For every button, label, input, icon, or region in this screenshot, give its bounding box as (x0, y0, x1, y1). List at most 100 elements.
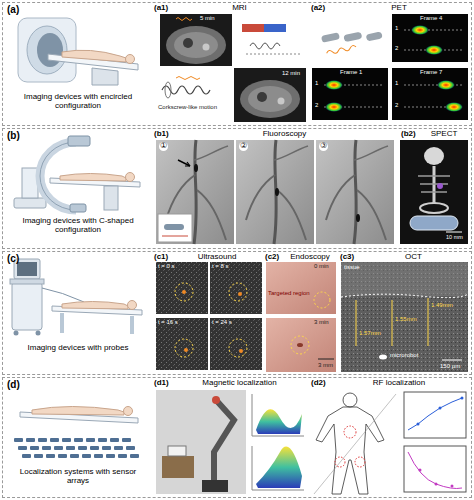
fluoroscopy-image-panel (197, 190, 226, 240)
sensor-array (126, 446, 135, 450)
image-annotation: 1.57mm (359, 330, 381, 337)
ultrasound-image-panel (175, 283, 193, 301)
magnetic-localization-panel (214, 400, 234, 486)
sensor-array (50, 438, 59, 442)
patient-bed-illustration (32, 407, 124, 416)
mri-image-panel (264, 24, 286, 32)
ultrasound-image-panel (156, 262, 208, 314)
subpanel-title: SPECT (420, 130, 468, 139)
c-arm-illustration (104, 186, 118, 210)
mri-scanner-illustration (92, 68, 118, 85)
c-arm-illustration (14, 198, 46, 208)
panel-letter: (d) (7, 379, 37, 390)
sensor-array (114, 446, 123, 450)
pet-image-panel (343, 32, 362, 43)
magnetic-localization-panel (202, 480, 228, 492)
mri-image-panel (165, 82, 171, 98)
mri-image-panel (248, 86, 292, 112)
ultrasound-image-panel (175, 339, 193, 357)
image-annotation: Frame 4 (420, 15, 442, 22)
magnetic-localization-panel (256, 409, 302, 434)
image-annotation: t = 16 s (158, 319, 178, 326)
rf-localization-panel (404, 392, 466, 438)
c-arm-illustration (68, 136, 90, 146)
rf-localization-panel (343, 393, 357, 407)
pet-image-panel (326, 45, 356, 55)
sensor-array (22, 454, 31, 458)
mri-scanner-illustration (18, 18, 138, 85)
ultrasound-machine-illustration (60, 313, 64, 333)
image-annotation: t = 0 s (158, 263, 175, 270)
oct-image-panel (442, 360, 462, 361)
panel-letter: (c) (7, 253, 37, 264)
rf-localization-panel (435, 483, 438, 486)
panel-letter: (b) (7, 130, 37, 141)
oct-image-panel (341, 262, 468, 372)
mri-image-panel (176, 18, 192, 21)
c-arm-illustration (14, 136, 140, 212)
frame-number: ① (159, 142, 168, 151)
fluoroscopy-image-panel (275, 188, 279, 196)
rf-localization-panel (314, 392, 466, 494)
spect-image-panel (418, 176, 450, 192)
sensor-array (54, 446, 63, 450)
endoscopy-image-panel (266, 262, 336, 314)
pet-image-panel (321, 32, 340, 43)
ultrasound-machine-illustration (130, 316, 134, 334)
rf-localization-panel (417, 423, 420, 426)
ultrasound-image-panel (184, 348, 188, 352)
pet-image-panel (325, 80, 343, 90)
fluoroscopy-image-panel (194, 164, 198, 172)
fluoroscopy-image-panel (166, 175, 195, 220)
image-annotation: 1 (395, 80, 398, 87)
fluoroscopy-image-panel (156, 140, 234, 244)
panel-caption: Localization systems with sensor arrays (8, 468, 148, 486)
image-annotation: 2 (395, 102, 398, 109)
fluoroscopy-image-panel (178, 160, 190, 166)
c-arm-illustration (126, 173, 135, 182)
pet-image-panel (411, 25, 429, 35)
image-subpanel: (c1)Ultrasound (153, 253, 263, 373)
endoscopy-image-panel (291, 336, 309, 354)
mri-scanner-illustration (126, 55, 135, 64)
subpanel-title: MRI (173, 4, 306, 13)
rf-localization-panel (451, 485, 454, 488)
endoscopy-image-panel (297, 343, 303, 347)
magnetic-localization-panel (252, 394, 253, 436)
ultrasound-image-panel (210, 318, 262, 370)
mri-image-panel (257, 92, 267, 102)
ultrasound-image-panel (229, 283, 247, 301)
ultrasound-image-panel (238, 292, 242, 296)
pet-image-panel (425, 45, 443, 55)
image-annotation: t = 24 s (212, 319, 232, 326)
image-annotation: Frame 1 (340, 69, 362, 76)
spect-image-panel (424, 147, 444, 165)
mri-image-panel (240, 80, 300, 118)
image-annotation: Frame 7 (420, 69, 442, 76)
pet-image-panel (392, 14, 468, 62)
sensor-array (90, 446, 99, 450)
image-annotation: tissue (344, 264, 360, 271)
image-annotation: 1.55mm (395, 316, 417, 323)
magnetic-localization-panel (252, 490, 304, 491)
c-arm-illustration (70, 204, 86, 212)
ultrasound-image-panel (182, 290, 186, 294)
spect-image-panel (420, 203, 448, 213)
sensor-array (66, 446, 75, 450)
mri-image-panel (160, 14, 232, 66)
frame-number: ③ (319, 142, 328, 151)
ultrasound-machine-illustration (14, 331, 19, 336)
mri-image-panel (234, 68, 306, 122)
subpanel-title: RF localization (330, 379, 468, 388)
mri-image-panel (242, 24, 264, 32)
pet-image-panel (325, 102, 343, 112)
oct-image-panel (379, 355, 387, 360)
magnetic-localization-panel (156, 390, 246, 494)
patient-bed-illustration (20, 407, 138, 424)
panel-letter: (a) (7, 4, 37, 15)
image-annotation: 12 min (282, 70, 300, 77)
image-annotation: t = 8 s (212, 263, 229, 270)
oct-image-panel (341, 294, 468, 298)
sensor-array (110, 438, 119, 442)
image-subpanel: (b1)Fluoroscopy (153, 130, 398, 247)
